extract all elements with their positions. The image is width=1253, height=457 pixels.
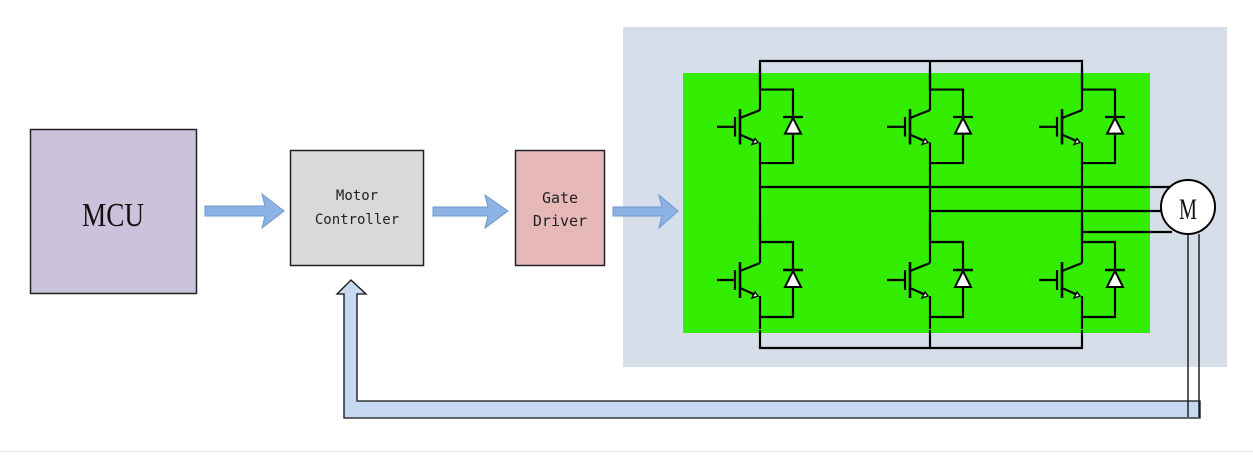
motor-controller-block [289, 149, 425, 267]
mcu-block [29, 128, 198, 295]
gate-driver-label-line2: Driver [533, 212, 587, 230]
arrow-controller-to-gate-driver [432, 193, 509, 230]
bottom-divider [0, 451, 1253, 452]
mcu-label: MCU [82, 197, 144, 234]
motor-label: M [1179, 193, 1197, 226]
motor-controller-label-line2: Controller [315, 212, 399, 228]
feedback-arrow [335, 279, 1201, 419]
phase-wires [758, 175, 1175, 240]
gate-driver-label-line1: Gate [542, 189, 578, 207]
motor-symbol [1160, 179, 1216, 235]
arrow-gate-driver-to-inverter [612, 193, 679, 230]
arrow-mcu-to-controller [204, 192, 285, 230]
motor-feedback-wires [1187, 234, 1200, 417]
motor-controller-label-line1: Motor [336, 188, 378, 204]
gate-driver-block [514, 149, 606, 267]
